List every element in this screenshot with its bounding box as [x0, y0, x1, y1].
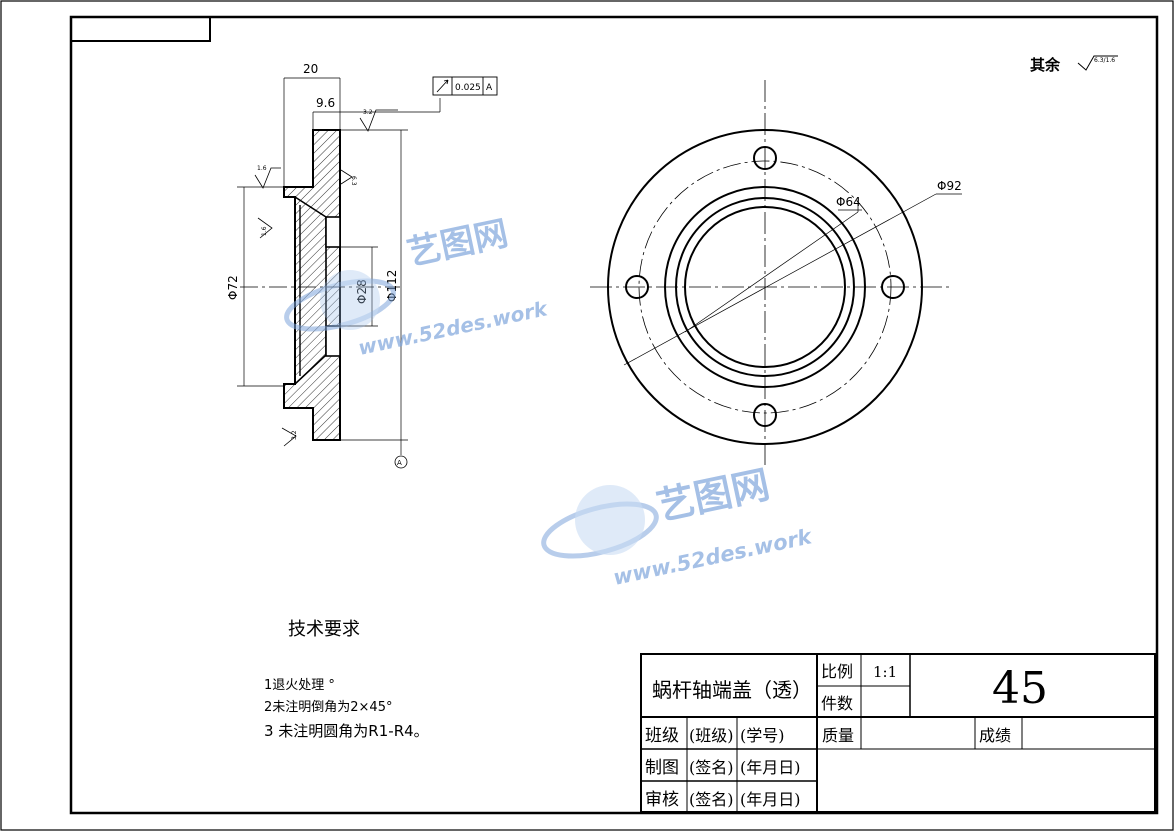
tolerance-value: 0.025 [455, 83, 481, 93]
scale-label: 比例 [821, 662, 853, 681]
roughness-label-3: 1.6 [261, 226, 268, 236]
corner-box [70, 16, 211, 42]
tech-req-item-1: 1退火处理 ° [264, 678, 335, 693]
roughness-mark-icon [257, 217, 273, 239]
checked-sign: (签名) [689, 790, 734, 809]
runout-icon [436, 79, 449, 93]
watermark-brand-1: 艺图网 [404, 213, 512, 273]
seal-groove-top [325, 216, 341, 248]
checked-label: 审核 [645, 790, 679, 810]
tech-req-item-3: 3 未注明圆角为R1-R4。 [264, 722, 429, 740]
roughness-symbol-icon [1077, 55, 1118, 71]
roughness-label-4: 6.3 [350, 176, 357, 186]
drawn-sign: (签名) [689, 758, 734, 777]
tech-req-title: 技术要求 [288, 619, 360, 640]
roughness-mark-icon [340, 169, 353, 185]
dim-overall-width: 20 [303, 62, 318, 76]
watermark-2 [541, 485, 659, 559]
seal-groove-bottom [325, 325, 341, 357]
material-value: 45 [992, 663, 1048, 714]
roughness-label-1: 3.2 [363, 109, 373, 116]
drawn-label: 制图 [645, 758, 679, 778]
quantity-label: 件数 [821, 694, 853, 713]
watermark-brand-2: 艺图网 [653, 462, 774, 529]
dim-d92: Φ92 [937, 179, 962, 193]
roughness-mark-icon [359, 109, 398, 132]
grade-label: 成绩 [979, 726, 1011, 745]
dim-d28: Φ28 [355, 279, 369, 304]
drawn-date: (年月日) [740, 758, 801, 777]
dim-d64: Φ64 [836, 195, 861, 209]
student-id: (学号) [740, 726, 785, 745]
tolerance-datum: A [486, 83, 493, 93]
dim-d72: Φ72 [226, 275, 240, 300]
bolt-hole-left [625, 275, 649, 299]
roughness-label-5: 3.2 [291, 430, 298, 440]
scale-value: 1:1 [873, 663, 897, 681]
checked-date: (年月日) [740, 790, 801, 809]
front-view [590, 80, 962, 465]
surface-finish-label: 其余 [1030, 56, 1061, 74]
mass-label: 质量 [822, 726, 854, 745]
watermark-1 [284, 270, 396, 332]
roughness-mark-icon [254, 167, 281, 189]
roughness-label-2: 1.6 [257, 165, 267, 172]
datum-label: A [397, 459, 402, 467]
tech-req-item-2: 2未注明倒角为2×45° [264, 700, 392, 715]
bolt-hole-bottom [753, 403, 777, 427]
tolerance-frame [432, 76, 498, 96]
title-block [640, 653, 1156, 813]
bolt-hole-top [753, 146, 777, 170]
bolt-hole-right [881, 275, 905, 299]
surface-finish-value: 6.3/1.6 [1094, 57, 1115, 64]
class-label: 班级 [645, 726, 679, 746]
inner-border [69, 15, 1159, 815]
datum-circle-icon [394, 455, 408, 469]
class-value: (班级) [689, 726, 734, 745]
dim-flange-width: 9.6 [316, 96, 335, 110]
part-name: 蜗杆轴端盖（透） [652, 678, 812, 702]
roughness-mark-icon [281, 427, 297, 447]
section-view [237, 77, 441, 469]
